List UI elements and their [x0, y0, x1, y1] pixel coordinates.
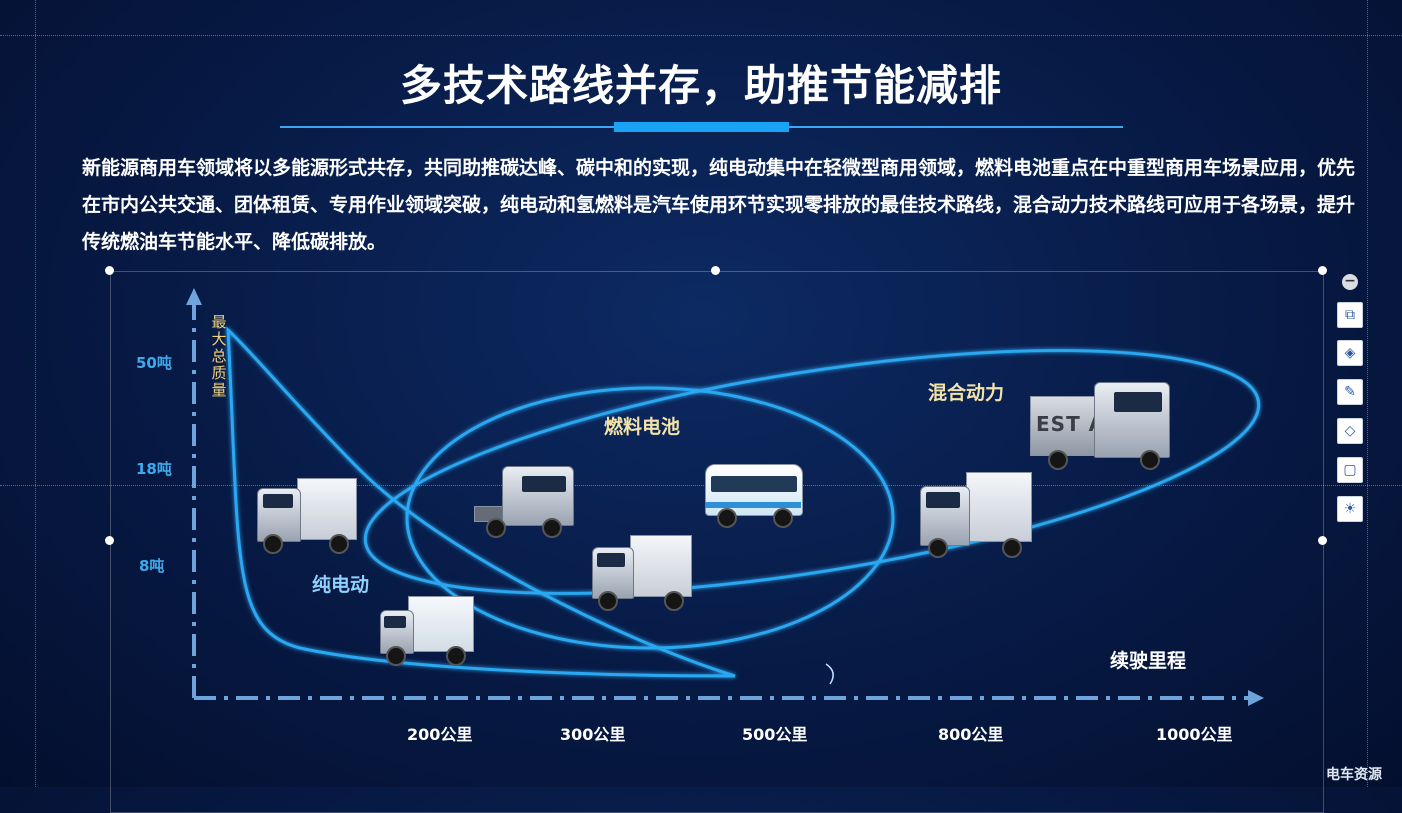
x-tick-label: 200公里: [407, 725, 473, 744]
region-label-fuel-cell: 燃料电池: [604, 416, 681, 438]
guide-line: [35, 0, 36, 787]
resize-handle[interactable]: [105, 536, 114, 545]
region-label-hybrid: 混合动力: [928, 382, 1005, 404]
y-tick-label: 8吨: [139, 557, 165, 575]
layers-icon[interactable]: ◈: [1337, 340, 1363, 366]
intro-paragraph: 新能源商用车领域将以多能源形式共存，共同助推碳达峰、碳中和的实现，纯电动集中在轻…: [82, 157, 1356, 253]
pen-icon[interactable]: ✎: [1337, 379, 1363, 405]
resize-handle[interactable]: [1318, 266, 1327, 275]
mini-van-image: [378, 596, 474, 666]
region-hybrid: [363, 349, 1261, 595]
region-fuel-cell: [405, 386, 895, 650]
hybrid-box-truck-image: [918, 472, 1032, 558]
y-axis-arrow: [186, 288, 202, 305]
region-battery-electric: [226, 326, 736, 678]
fill-icon[interactable]: ◇: [1337, 418, 1363, 444]
bulb-icon[interactable]: ☀: [1337, 496, 1363, 522]
region-label-battery-electric: 纯电动: [312, 574, 370, 596]
resize-handle[interactable]: [711, 266, 720, 275]
x-tick-label: 1000公里: [1156, 725, 1233, 744]
tractor-truck-image: [472, 466, 574, 538]
y-axis-title: 最大总质量: [211, 313, 227, 399]
fuel-cell-bus-image: [703, 462, 803, 528]
x-tick-label: 300公里: [560, 725, 626, 744]
title-underline-accent: [614, 122, 789, 132]
x-tick-label: 800公里: [938, 725, 1004, 744]
light-box-truck-image: [255, 478, 357, 554]
truck-logo-text: EST A: [1036, 412, 1106, 436]
page-title: 多技术路线并存，助推节能减排: [399, 61, 1002, 110]
watermark: 电车资源: [1326, 767, 1382, 783]
guide-line: [0, 485, 1402, 486]
y-tick-label: 18吨: [136, 460, 172, 478]
x-axis-arrow: [1248, 690, 1264, 706]
guide-line: [1367, 0, 1368, 787]
frame-icon[interactable]: ▢: [1337, 457, 1363, 483]
medium-box-truck-image: [590, 535, 692, 611]
guide-line: [0, 35, 1402, 36]
x-tick-label: 500公里: [742, 725, 808, 744]
crop-icon[interactable]: ⧉: [1337, 302, 1363, 328]
heavy-truck-image: EST A: [1028, 382, 1170, 470]
resize-handle[interactable]: [1318, 536, 1327, 545]
y-tick-label: 50吨: [136, 354, 172, 372]
resize-handle[interactable]: [105, 266, 114, 275]
technology-diagram: [186, 288, 1264, 706]
x-axis-title: 续驶里程: [1110, 650, 1187, 672]
collapse-button[interactable]: −: [1342, 274, 1358, 290]
decor-arc: [825, 663, 834, 685]
